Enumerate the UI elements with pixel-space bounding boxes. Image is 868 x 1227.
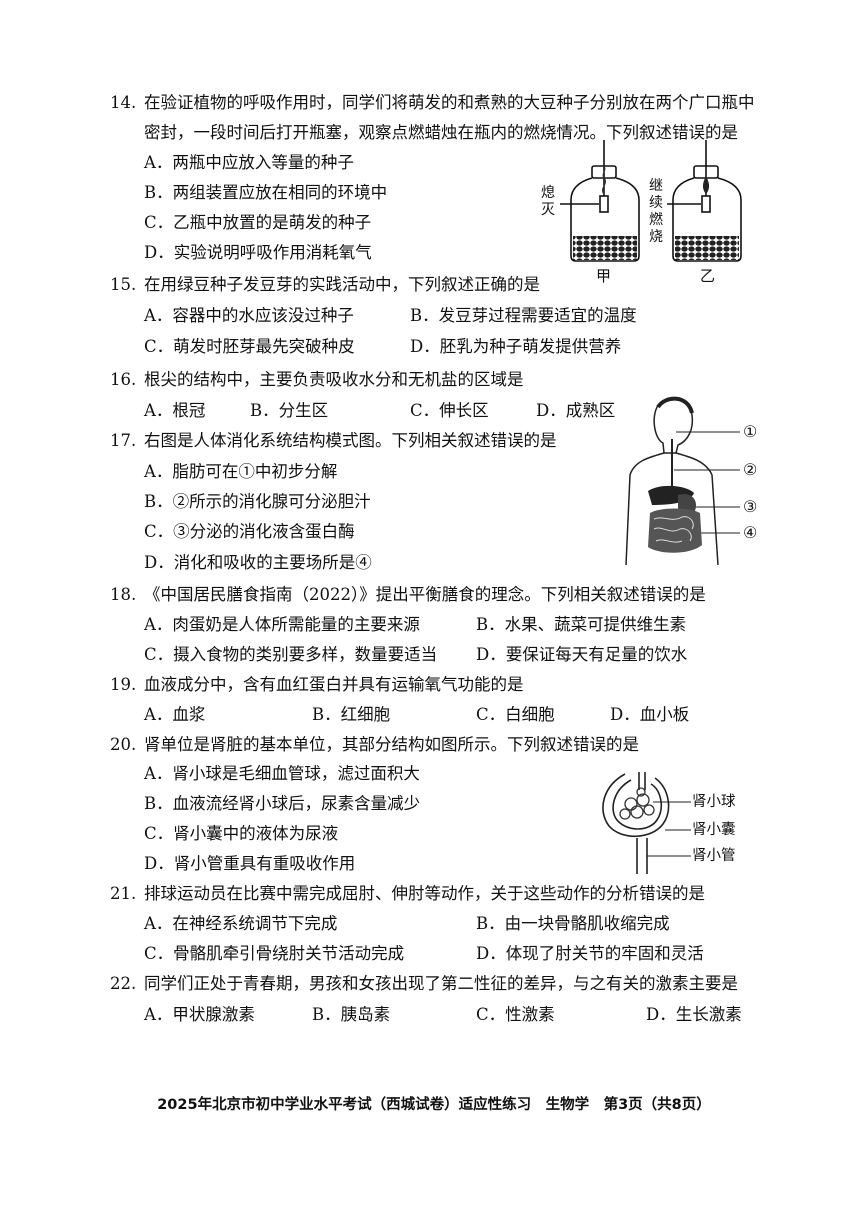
q19-option-a: A．血浆 [144,705,206,724]
jar-a-seeds [573,236,637,260]
digestive-label-1: ① [743,422,758,441]
q18-option-c: C．摄入食物的类别要多样，数量要适当 [144,645,438,664]
q16-option-c: C．伸长区 [410,401,489,420]
digestive-label-4: ④ [743,523,758,542]
question-20-stem: 20.肾单位是肾脏的基本单位，其部分结构如图所示。下列叙述错误的是 [110,735,639,754]
jar-a-label: 甲 [596,267,612,285]
jar-b-body [672,177,742,262]
q14-option-c: C．乙瓶中放置的是萌发的种子 [144,213,372,232]
q14-option-d: D．实验说明呼吸作用消耗氧气 [144,243,372,262]
jar-a-candle [599,195,609,213]
question-15-stem: 15.在用绿豆种子发豆芽的实践活动中，下列叙述正确的是 [110,275,540,294]
candle-jars-figure [560,140,742,262]
question-14-stem-line2: 密封，一段时间后打开瓶塞，观察点燃蜡烛在瓶内的燃烧情况。下列叙述错误的是 [144,123,738,142]
torso-outline [625,452,719,566]
q17-option-c: C．③分泌的消化液含蛋白酶 [144,522,355,541]
q21-option-a: A．在神经系统调节下完成 [144,914,338,933]
q18-option-d: D．要保证每天有足量的饮水 [476,645,688,664]
question-22-stem: 22.同学们正处于青春期，男孩和女孩出现了第二性征的差异，与之有关的激素主要是 [110,974,738,993]
smoke-icon [601,165,607,195]
q15-option-d: D．胚乳为种子萌发提供营养 [410,337,622,356]
q15-option-b: B．发豆芽过程需要适宜的温度 [410,306,637,325]
q21-option-d: D．体现了肘关节的牢固和灵活 [476,944,704,963]
q22-option-d: D．生长激素 [646,1005,742,1024]
q14-option-b: B．两组装置应放在相同的环境中 [144,183,388,202]
q19-option-d: D．血小板 [610,705,690,724]
q20-option-b: B．血液流经肾小球后，尿素含量减少 [144,794,421,813]
jar-b-side-label: 继续燃烧 [649,178,663,245]
q19-option-c: C．白细胞 [476,705,555,724]
flame-icon [702,176,710,194]
q20-option-c: C．肾小囊中的液体为尿液 [144,824,339,843]
q17-option-a: A．脂肪可在①中初步分解 [144,462,338,481]
jar-a-body [570,177,640,262]
renal-capsule-inner [612,779,663,830]
q18-option-a: A．肉蛋奶是人体所需能量的主要来源 [144,615,420,634]
question-14-stem-line1: 14.在验证植物的呼吸作用时，同学们将萌发的和煮熟的大豆种子分别放在两个广口瓶中 [110,93,755,112]
jar-b-candle [701,195,711,213]
arteriole [638,772,646,790]
q22-option-a: A．甲状腺激素 [144,1005,255,1024]
nephron-label-capsule: 肾小囊 [692,822,736,838]
question-17-stem: 17.右图是人体消化系统结构模式图。下列相关叙述错误的是 [110,431,557,450]
question-16-stem: 16.根尖的结构中，主要负责吸收水分和无机盐的区域是 [110,370,524,389]
nephron-label-glomerulus: 肾小球 [692,794,736,810]
nephron-figure [602,772,691,874]
q17-option-d: D．消化和吸收的主要场所是④ [144,553,372,572]
q15-option-c: C．萌发时胚芽最先突破种皮 [144,337,355,356]
q17-option-b: B．②所示的消化腺可分泌胆汁 [144,492,371,511]
q19-option-b: B．红细胞 [312,705,391,724]
q18-option-b: B．水果、蔬菜可提供维生素 [476,615,687,634]
page-footer: 2025年北京市初中学业水平考试（西城试卷）适应性练习 生物学 第3页（共8页） [157,1097,711,1113]
q15-option-a: A．容器中的水应该没过种子 [144,306,354,325]
digestive-label-3: ③ [743,497,758,516]
jar-a-side-label: 熄灭 [541,185,555,218]
glomerulus [619,787,655,820]
nephron-label-tubule: 肾小管 [692,848,736,864]
renal-tubule [636,838,648,874]
q20-option-d: D．肾小管重具有重吸收作用 [144,854,356,873]
q16-option-a: A．根冠 [144,401,206,420]
q22-option-c: C．性激素 [476,1005,555,1024]
digestive-system-figure [625,396,740,566]
jar-b-seeds [675,236,739,260]
q16-option-d: D．成熟区 [536,401,616,420]
q21-option-c: C．骨骼肌牵引骨绕肘关节活动完成 [144,944,405,963]
q22-option-b: B．胰岛素 [312,1005,391,1024]
digestive-label-2: ② [743,460,758,479]
q20-option-a: A．肾小球是毛细血管球，滤过面积大 [144,764,420,783]
jar-b-label: 乙 [700,267,716,285]
q14-option-a: A．两瓶中应放入等量的种子 [144,153,354,172]
question-18-stem: 18.《中国居民膳食指南（2022）》提出平衡膳食的理念。下列相关叙述错误的是 [110,585,706,604]
q21-option-b: B．由一块骨骼肌收缩完成 [476,914,670,933]
question-19-stem: 19.血液成分中，含有血红蛋白并具有运输氧气功能的是 [110,675,524,694]
question-21-stem: 21.排球运动员在比赛中需完成屈肘、伸肘等动作，关于这些动作的分析错误的是 [110,884,705,903]
q16-option-b: B．分生区 [250,401,329,420]
